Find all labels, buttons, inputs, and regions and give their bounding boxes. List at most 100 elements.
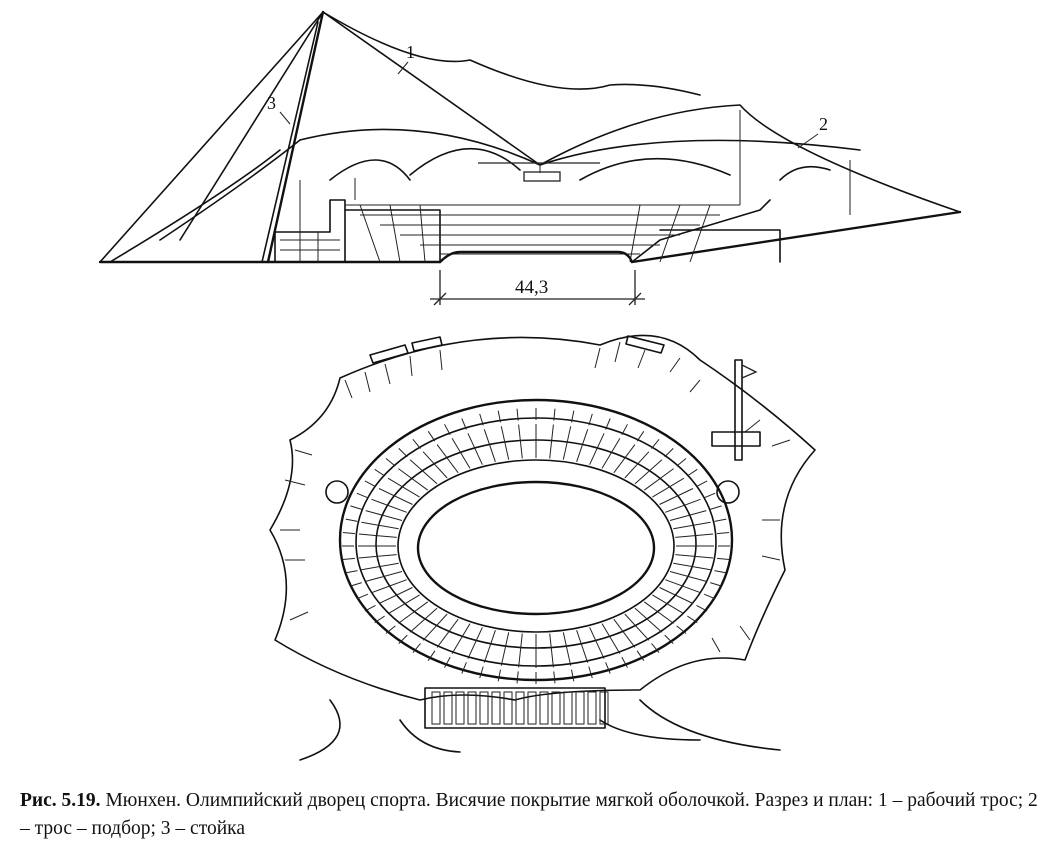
roof-membrane-right — [299, 128, 861, 166]
seat-radial — [665, 579, 701, 594]
outer-radial — [664, 448, 674, 458]
anchor-cable-left-2 — [179, 11, 324, 241]
tower-flag — [741, 364, 758, 379]
seat-radial — [409, 607, 438, 633]
caption-text: Мюнхен. Олимпийский дворец спорта. Висяч… — [20, 790, 1038, 839]
annex-bottom — [424, 687, 606, 729]
seating-radials — [342, 408, 730, 684]
outer-radial — [687, 615, 698, 624]
leader-3 — [279, 111, 291, 125]
seat-radial — [365, 510, 403, 521]
ground-cable — [109, 149, 281, 263]
outer-radial — [385, 458, 396, 467]
seat-radial — [409, 459, 438, 485]
building-left-grid — [280, 232, 340, 262]
seat-radial — [634, 459, 663, 485]
architectural-drawing: 1 2 3 44,3 — [98, 10, 962, 761]
seat-radial — [643, 468, 674, 491]
seat-radial — [483, 429, 496, 462]
outer-radial — [398, 634, 408, 644]
anchor-cable-left — [99, 11, 324, 263]
outer-radial — [374, 468, 385, 477]
outer-radial — [696, 604, 708, 612]
seat-radial — [634, 607, 663, 633]
outer-radial — [427, 650, 436, 661]
outer-radial — [605, 418, 611, 430]
outer-radial — [605, 662, 611, 674]
annex-cell — [539, 691, 549, 725]
seat-radial — [365, 571, 403, 582]
seat-radial — [613, 618, 636, 648]
annex-cell — [479, 691, 489, 725]
seat-radial — [378, 587, 413, 604]
outer-radial — [588, 666, 593, 679]
outer-radial — [412, 643, 421, 654]
outer-radial — [444, 656, 451, 668]
outer-radial — [703, 492, 716, 499]
seat-radial — [387, 594, 420, 615]
seat-radial — [562, 426, 572, 460]
outer-radial — [553, 671, 556, 684]
membrane-arch-4 — [779, 165, 831, 181]
annex-cell — [575, 691, 585, 725]
seat-radial — [624, 613, 650, 641]
outer-radial — [651, 438, 660, 449]
stadium-ring-3 — [375, 439, 697, 649]
seat-radial — [361, 521, 399, 530]
outer-radial — [571, 410, 575, 423]
outer-radial — [356, 492, 369, 499]
stadium-ring-4 — [397, 459, 675, 633]
arena-oval — [416, 480, 656, 616]
plan-circle-right — [716, 480, 740, 504]
seat-radial — [371, 498, 407, 513]
seat-radial — [652, 477, 685, 498]
outer-radial — [664, 634, 674, 644]
seat-radial — [387, 477, 420, 498]
outer-radial — [717, 557, 730, 560]
seat-radial — [518, 424, 523, 459]
seat-radial — [361, 562, 399, 571]
seat-radial — [436, 444, 459, 474]
outer-radial — [350, 505, 362, 510]
tower — [734, 359, 743, 461]
seat-radial — [549, 424, 554, 459]
seat-radial — [589, 627, 605, 659]
edge-cable-right — [539, 104, 961, 213]
seat-radial — [659, 488, 694, 505]
arena-floor — [438, 250, 634, 264]
membrane-arch-3 — [579, 157, 731, 181]
roof-outline-ticks — [280, 341, 791, 653]
seat-radial — [436, 618, 459, 648]
seat-radial — [467, 433, 483, 465]
seat-radial — [589, 433, 605, 465]
outer-radial — [444, 424, 451, 436]
outer-radial — [461, 662, 467, 674]
outer-radial — [687, 468, 698, 477]
seat-radial — [624, 451, 650, 479]
central-block — [523, 171, 561, 182]
membrane-arch-1 — [329, 159, 411, 181]
annex-cell — [599, 691, 609, 725]
outer-radial — [398, 448, 408, 458]
seat-radial — [669, 571, 707, 582]
annex-cell — [467, 691, 477, 725]
outer-radial — [571, 669, 575, 682]
outer-radial — [636, 650, 645, 661]
mast — [266, 10, 325, 264]
outer-radial — [516, 408, 519, 421]
seating-tiers — [345, 204, 740, 263]
outer-radial — [374, 615, 385, 624]
plan-circle-left — [325, 480, 349, 504]
annex-top-2 — [411, 336, 443, 352]
leader-1 — [397, 61, 409, 75]
seat-radial — [643, 601, 674, 624]
tower-base — [711, 431, 761, 447]
seat-radial — [398, 601, 429, 624]
dimension-label: 44,3 — [515, 277, 548, 298]
seat-radial — [659, 587, 694, 604]
outer-radial — [342, 532, 355, 535]
seat-radial — [562, 632, 572, 666]
section-elevation: 1 2 3 44,3 — [98, 10, 962, 306]
plan-bottom-curve-left — [299, 699, 341, 761]
label-2: 2 — [819, 114, 828, 134]
